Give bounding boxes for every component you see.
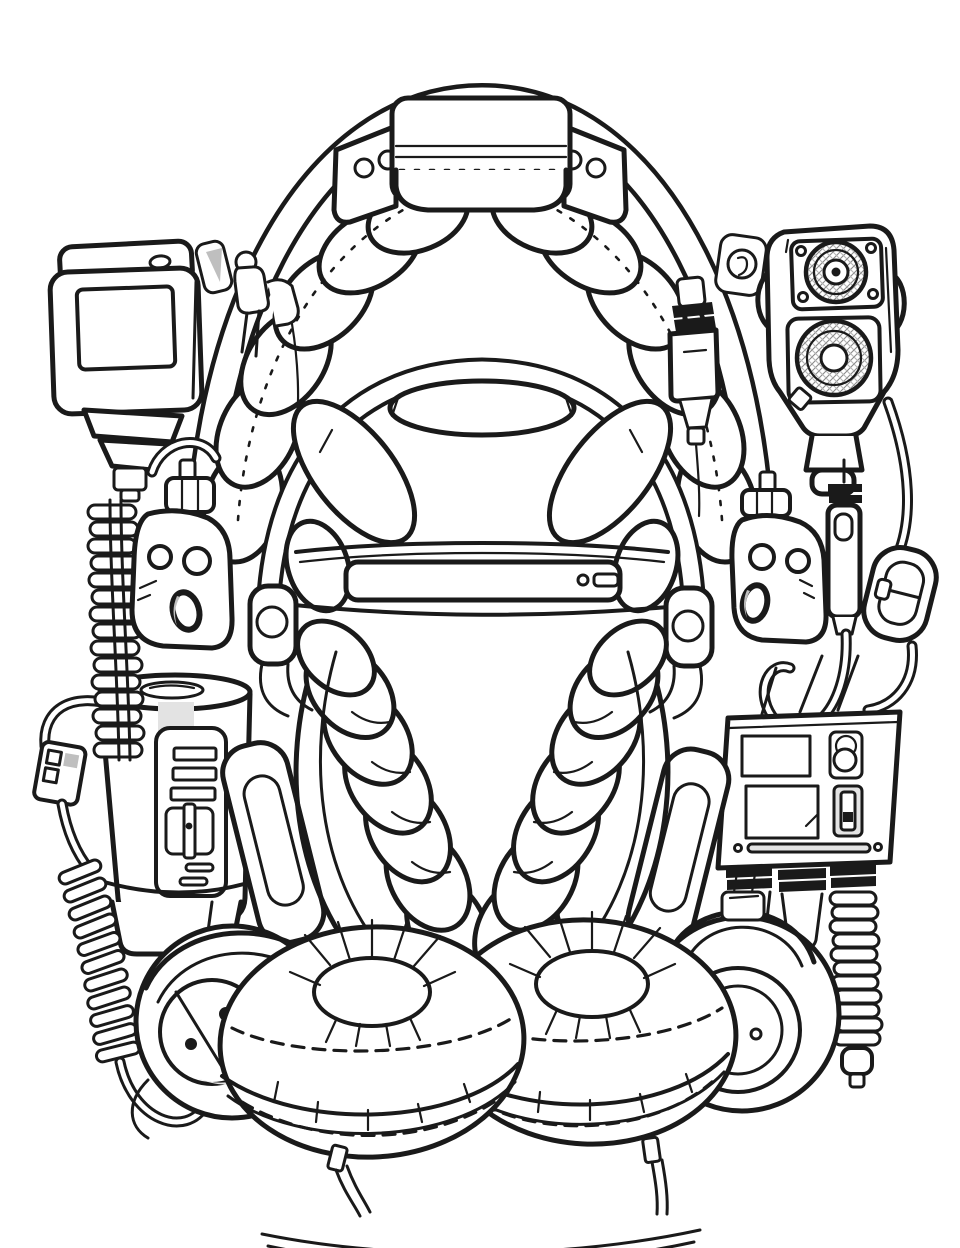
speaker-grill-bottom — [785, 315, 883, 405]
cable-plug-left — [233, 265, 300, 434]
whistle-device-left — [129, 437, 235, 651]
display-device — [47, 238, 205, 503]
hinge-left — [247, 583, 314, 718]
headband-top-pad — [331, 95, 629, 225]
inner-headphone-arch — [247, 357, 715, 720]
walkie-talkie — [755, 223, 913, 560]
ear-cushion-donut-left — [217, 918, 527, 1218]
earcup-cushion-left — [293, 618, 492, 982]
whistle-device-right — [729, 470, 829, 645]
computer-mouse — [861, 545, 939, 716]
ear-cushion-donut-right — [437, 910, 739, 1216]
hinge-right — [648, 585, 715, 720]
earcup-cushion-right — [472, 618, 671, 982]
cable-connector-left — [32, 740, 96, 876]
bottom-cable — [260, 1228, 702, 1248]
speaker-grill-top — [789, 236, 885, 312]
audio-plug-center-right — [667, 275, 721, 518]
adjuster-bar — [343, 559, 623, 603]
coiled-cable-upper-left — [86, 498, 146, 762]
coiled-cable-lower-right — [828, 890, 884, 1089]
portable-speaker-cylinder — [39, 672, 253, 1002]
earcup-plate-left — [220, 740, 327, 946]
ear-tag-right — [714, 233, 768, 297]
